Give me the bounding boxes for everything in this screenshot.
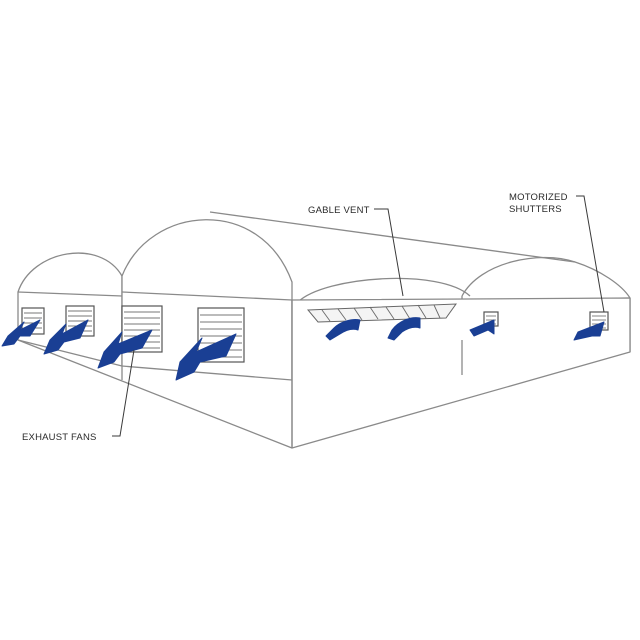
gable-vent-label: GABLE VENT [308,205,370,216]
motorized-shutters-label-line1: MOTORIZED [509,192,568,203]
airflow-arrow [469,319,495,337]
leader-lines [112,195,605,437]
airflow-arrow [43,319,89,355]
airflow-arrow [387,317,421,341]
motorized-shutters-label-line2: SHUTTERS [509,204,562,215]
airflow-arrows [1,317,605,381]
front-house-main [121,219,293,381]
airflow-arrow [573,321,605,341]
side-wall [17,297,631,449]
exhaust-fans-label: EXHAUST FANS [22,432,97,443]
airflow-arrow [325,319,361,341]
airflow-arrow [1,319,41,347]
airflow-arrow [175,333,237,381]
airflow-arrow [97,329,153,369]
